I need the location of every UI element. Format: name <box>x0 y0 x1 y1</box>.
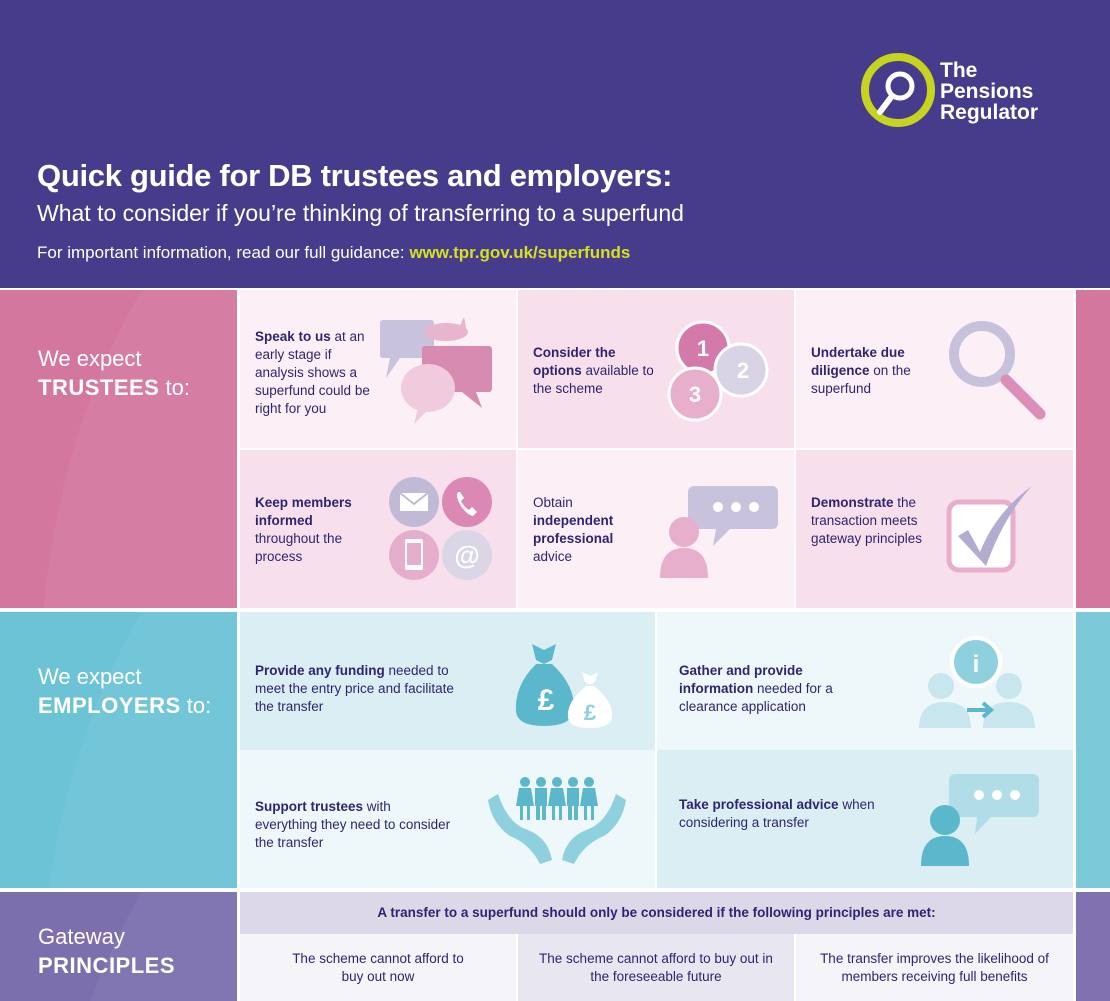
svg-text:£: £ <box>538 684 555 717</box>
card-text: Provide any funding needed to meet the e… <box>255 663 454 714</box>
page-title: Quick guide for DB trustees and employer… <box>37 158 673 193</box>
trustee-card-consider-options: Consider the options available to the sc… <box>518 290 794 448</box>
gateway-heading: A transfer to a superfund should only be… <box>240 892 1073 934</box>
trustees-label-suffix: to: <box>159 375 190 400</box>
gateway-label-line1: Gateway <box>38 924 125 949</box>
logo-line-2: Pensions <box>940 80 1034 103</box>
trustee-card-due-diligence: Undertake due diligence on the superfund <box>796 290 1073 448</box>
trustees-label-bold: TRUSTEES <box>38 375 160 400</box>
trustee-card-speak-to-us: Speak to us at an early stage if analysi… <box>240 290 516 448</box>
card-text: Keep members informed throughout the pro… <box>255 495 352 564</box>
employers-right-strip <box>1076 612 1110 888</box>
magnifying-glass-icon <box>949 321 1046 420</box>
employer-card-gather-information: Gather and provide information needed fo… <box>657 612 1073 750</box>
magnifier-ring-icon <box>861 53 935 127</box>
advisor-speech-icon <box>921 774 1039 866</box>
employers-label: We expect EMPLOYERS to: <box>38 662 211 720</box>
svg-text:1: 1 <box>697 336 709 361</box>
employers-label-line1: We expect <box>38 664 142 689</box>
page-subtitle: What to consider if you’re thinking of t… <box>37 200 684 226</box>
gateway-label: Gateway PRINCIPLES <box>38 922 175 980</box>
tpr-logo[interactable]: The Pensions Regulator <box>860 52 1070 132</box>
guidance-link[interactable]: www.tpr.gov.uk/superfunds <box>409 243 631 262</box>
gateway-label-bold: PRINCIPLES <box>38 953 176 978</box>
employer-card-professional-advice: Take professional advice when considerin… <box>657 750 1073 888</box>
card-text: Consider the options available to the sc… <box>533 345 654 396</box>
trustees-right-strip <box>1076 290 1110 608</box>
gateway-right-strip <box>1076 892 1110 1001</box>
card-text: Take professional advice when considerin… <box>679 797 875 830</box>
logo-line-3: Regulator <box>940 101 1039 124</box>
card-text: Undertake due diligence on the superfund <box>811 345 911 396</box>
logo-line-1: The <box>940 59 978 82</box>
gateway-principle-1: The scheme cannot afford to buy out now <box>240 934 516 1001</box>
employer-card-support-trustees: Support trustees with everything they ne… <box>240 750 655 888</box>
svg-text:i: i <box>973 651 980 678</box>
information-transfer-icon: i <box>919 636 1035 728</box>
gateway-label-panel: Gateway PRINCIPLES <box>0 892 237 1001</box>
speech-bubbles-icon <box>380 318 492 424</box>
card-text: Speak to us at an early stage if analysi… <box>255 329 370 416</box>
checkbox-tick-icon <box>946 486 1032 573</box>
logo-wordmark: The Pensions Regulator <box>940 60 1038 123</box>
header-banner: The Pensions Regulator Quick guide for D… <box>0 0 1110 288</box>
trustees-label-panel: We expect TRUSTEES to: <box>0 290 237 608</box>
numbered-circles-icon: 1 2 3 <box>667 320 769 422</box>
guidance-prefix: For important information, read our full… <box>37 243 410 262</box>
money-bags-icon: £ £ <box>515 644 613 728</box>
trustee-card-obtain-advice: Obtain independent professional advice <box>518 450 794 608</box>
trustees-label-line1: We expect <box>38 346 142 371</box>
guidance-info: For important information, read our full… <box>37 243 630 263</box>
svg-text:3: 3 <box>689 382 701 407</box>
trustee-card-demonstrate: Demonstrate the transaction meets gatewa… <box>796 450 1073 608</box>
trustee-card-keep-members-informed: Keep members informed throughout the pro… <box>240 450 516 608</box>
card-text: Gather and provide information needed fo… <box>679 663 833 714</box>
employer-card-provide-funding: Provide any funding needed to meet the e… <box>240 612 655 750</box>
gateway-principle-2: The scheme cannot afford to buy out in t… <box>518 934 794 1001</box>
employers-label-panel: We expect EMPLOYERS to: <box>0 612 237 888</box>
card-text: Obtain independent professional advice <box>533 495 614 564</box>
svg-text:£: £ <box>584 700 597 725</box>
svg-text:@: @ <box>454 540 479 570</box>
card-text: Demonstrate the transaction meets gatewa… <box>811 495 923 546</box>
card-text: Support trustees with everything they ne… <box>255 799 451 850</box>
svg-text:2: 2 <box>737 358 749 383</box>
trustees-label: We expect TRUSTEES to: <box>38 344 190 402</box>
contact-methods-icon: @ <box>389 477 492 580</box>
advisor-speech-icon <box>660 486 778 578</box>
hands-people-icon <box>488 777 626 864</box>
employers-label-suffix: to: <box>180 693 212 718</box>
employers-label-bold: EMPLOYERS <box>38 693 181 718</box>
gateway-principle-3: The transfer improves the likelihood of … <box>796 934 1073 1001</box>
